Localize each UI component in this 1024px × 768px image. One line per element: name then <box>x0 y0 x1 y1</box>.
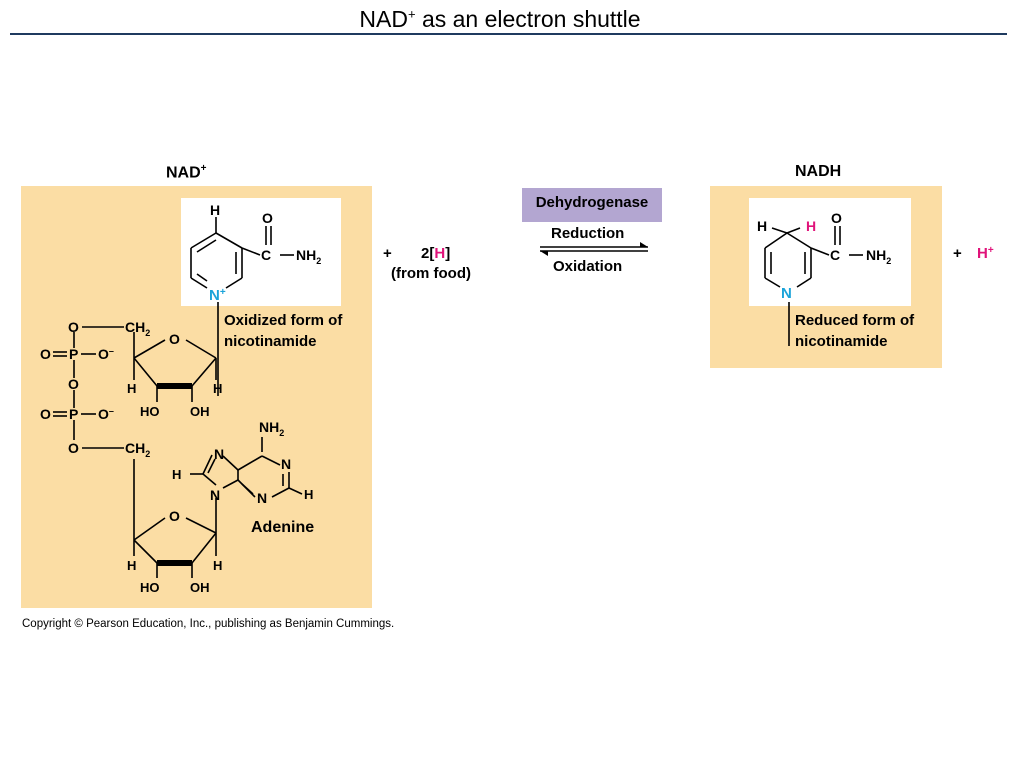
nadh-reduced-line1: Reduced form of <box>795 312 915 329</box>
bb-o-minus-2-charge: – <box>109 406 114 416</box>
adenine-h8: H <box>172 467 181 482</box>
oxidation-arrowhead <box>540 251 548 256</box>
ribose1-ho: HO <box>140 404 160 419</box>
ribose2-ho: HO <box>140 580 160 595</box>
bb-o1: O <box>68 319 79 335</box>
nad-label-sup: + <box>200 163 207 174</box>
adenine-n3: N <box>257 490 267 506</box>
bb-p1: P <box>69 346 78 362</box>
reaction-reduction: Reduction <box>551 225 624 242</box>
ribose1-h-right: H <box>213 381 222 396</box>
ribose-1 <box>133 332 217 402</box>
adenine-n7: N <box>214 446 224 462</box>
reaction-from-food: (from food) <box>391 265 471 282</box>
bb-o-dbl-2: O <box>40 406 51 422</box>
nadh-h-plus-charge: + <box>988 245 994 256</box>
bb-o2: O <box>68 376 79 392</box>
nadh-nh2-sub: 2 <box>886 256 891 266</box>
nad-nh2: NH2 <box>296 247 321 266</box>
ribose2-o: O <box>169 508 180 524</box>
reaction-2h: 2[H] <box>421 245 450 262</box>
bb-o-minus-2-text: O <box>98 406 109 422</box>
title-main: NAD <box>359 6 408 32</box>
title-rule <box>10 33 1007 35</box>
adenine-h2: H <box>304 487 313 502</box>
enzyme-label: Dehydrogenase <box>535 194 649 211</box>
ribose2-h-left: H <box>127 558 136 573</box>
ribose-2 <box>133 459 217 578</box>
nad-n-text: N <box>209 287 220 304</box>
nadh-h-left: H <box>757 218 767 234</box>
ribose1-o: O <box>169 331 180 347</box>
nad-nh2-text: NH <box>296 247 316 263</box>
ribose1-oh: OH <box>190 404 210 419</box>
bb-o-minus-1: O– <box>98 346 114 362</box>
reduction-arrowhead <box>640 242 648 247</box>
title-rest: as an electron shuttle <box>415 6 641 32</box>
nadh-n: N <box>781 285 792 302</box>
nad-label-text: NAD <box>166 164 201 182</box>
nadh-nh2: NH2 <box>866 247 891 266</box>
adenine-label: Adenine <box>251 519 314 536</box>
nad-nh2-sub: 2 <box>316 256 321 266</box>
nadh-h-plus-text: H <box>977 245 988 262</box>
bb-o-minus-2: O– <box>98 406 114 422</box>
bb-o3: O <box>68 440 79 456</box>
bb-ch2-1-sub: 2 <box>145 328 150 338</box>
enzyme-box <box>522 188 662 222</box>
nadh-plus: + <box>953 245 962 262</box>
nad-n-charge: + <box>220 287 226 298</box>
ribose2-h-right: H <box>213 558 222 573</box>
nad-nicotinamide-ring <box>190 217 294 396</box>
adenine-rings <box>190 437 303 498</box>
bb-ch2-1-text: CH <box>125 319 145 335</box>
reaction-2h-close: ] <box>445 245 450 262</box>
nad-label: NAD+ <box>166 163 207 182</box>
bb-ch2-2: CH2 <box>125 440 150 459</box>
phosphate-backbone <box>53 326 124 449</box>
nad-nicotinamide-box <box>181 198 341 306</box>
nadh-c: C <box>830 247 840 263</box>
bb-o-minus-1-charge: – <box>109 346 114 356</box>
bb-o-dbl-1: O <box>40 346 51 362</box>
bb-p2: P <box>69 406 78 422</box>
bb-ch2-2-text: CH <box>125 440 145 456</box>
copyright-notice: Copyright © Pearson Education, Inc., pub… <box>22 618 395 630</box>
adenine-nh2-sub: 2 <box>279 428 284 438</box>
nad-oxidized-line1: Oxidized form of <box>224 312 343 329</box>
nadh-nicotinamide-box <box>749 198 911 306</box>
nadh-nicotinamide-ring <box>764 226 863 346</box>
reaction-plus-1: + <box>383 245 392 262</box>
bb-o-minus-1-text: O <box>98 346 109 362</box>
ribose2-oh: OH <box>190 580 210 595</box>
nad-carbonyl-o: O <box>262 210 273 226</box>
nadh-label: NADH <box>795 163 842 180</box>
adenine-n9: N <box>210 487 220 503</box>
title-sup: + <box>407 6 416 22</box>
nadh-nh2-text: NH <box>866 247 886 263</box>
adenine-nh2: NH2 <box>259 419 284 438</box>
reaction-2h-h: H <box>434 245 445 262</box>
nad-oxidized-line2: nicotinamide <box>224 333 317 350</box>
nadh-carbonyl-o: O <box>831 210 842 226</box>
adenine-n1: N <box>281 456 291 472</box>
nadh-h-added: H <box>806 218 816 234</box>
bb-ch2-1: CH2 <box>125 319 150 338</box>
adenine-nh2-text: NH <box>259 419 279 435</box>
nad-h-top: H <box>210 202 220 218</box>
reaction-oxidation: Oxidation <box>553 258 622 275</box>
nadh-reduced-line2: nicotinamide <box>795 333 888 350</box>
nad-c: C <box>261 247 271 263</box>
reaction-2h-open: 2[ <box>421 245 434 262</box>
bb-ch2-2-sub: 2 <box>145 449 150 459</box>
slide-title: NAD+ as an electron shuttle <box>0 6 1000 33</box>
nadh-h-plus: H+ <box>977 245 994 262</box>
nad-n-plus: N+ <box>209 287 226 304</box>
ribose1-h-left: H <box>127 381 136 396</box>
